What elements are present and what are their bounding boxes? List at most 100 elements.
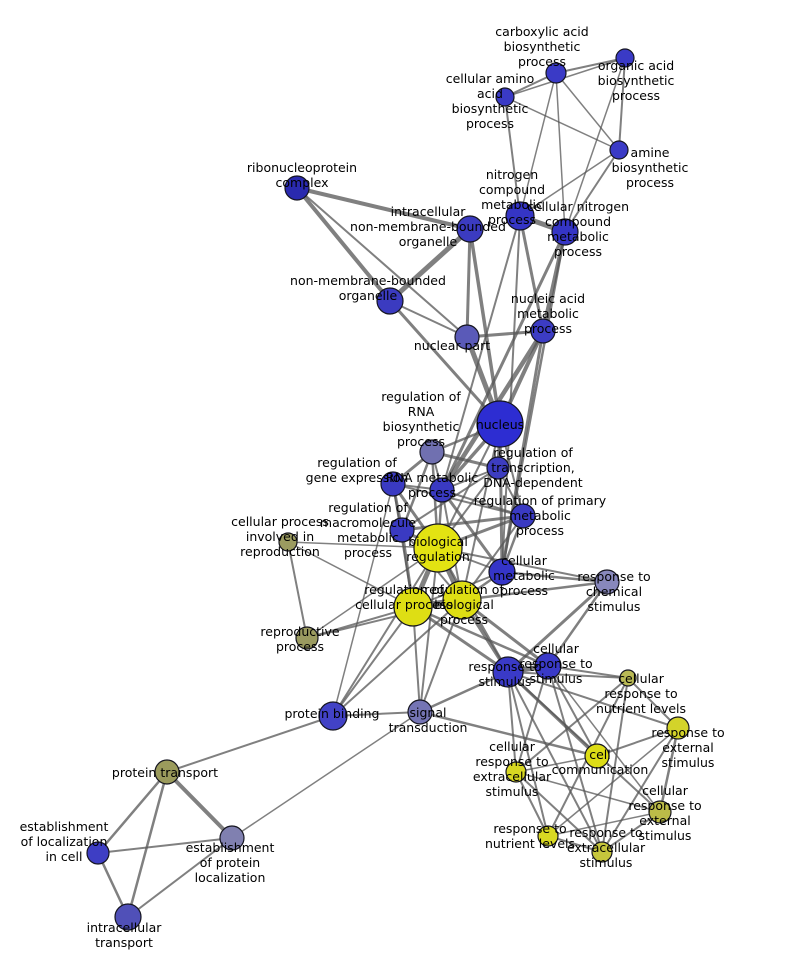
graph-node-ptrans[interactable]: protein transport [154, 759, 180, 785]
graph-node-rpmp[interactable]: regulation of primary metabolic process [510, 503, 536, 529]
graph-edge-rrbp-rmmp [400, 450, 434, 532]
graph-edge-aaba-amba [504, 96, 620, 151]
graph-edge-nucleus-rbp [461, 423, 501, 601]
graph-node-rchs[interactable]: response to chemical stimulus [594, 569, 620, 595]
graph-edge-rstim-rnl [507, 671, 549, 837]
graph-edge-oaba-amba [618, 57, 626, 151]
graph-edge-rmp-rpmp [441, 489, 524, 517]
graph-node-rnl[interactable]: response to nutrient levels [537, 825, 559, 847]
graph-edge-sigtr-bioreg [419, 547, 439, 713]
graph-edge-crstim-ccomm [547, 665, 598, 757]
graph-edge-nmbo-npart [389, 300, 468, 338]
graph-node-nucleus[interactable]: nucleus [476, 400, 524, 448]
graph-node-recs[interactable]: response to extracellular stimulus [591, 841, 613, 863]
graph-edge-rnp-npart [296, 187, 468, 338]
graph-edge-cpir-rcp [287, 541, 414, 608]
graph-node-itrans[interactable]: intracellular transport [114, 903, 142, 931]
graph-node-rtdd[interactable]: regulation of transcription, DNA-depende… [486, 456, 510, 480]
graph-edge-amba-ncmp [519, 149, 620, 217]
graph-node-repro[interactable]: reproductive process [295, 626, 319, 650]
graph-edge-repro-rbp [306, 599, 463, 639]
graph-edge-caba-oaba [555, 57, 626, 74]
graph-edge-rstim-rext [507, 671, 679, 729]
graph-edge-namp-npart [465, 329, 545, 339]
graph-edge-cncmp-rmp [440, 230, 567, 492]
graph-edge-pbind-rcp [332, 606, 414, 717]
graph-node-rext[interactable]: response to external stimulus [666, 716, 690, 740]
graph-node-crnl[interactable]: cellular response to nutrient levels [619, 669, 637, 687]
graph-edge-ptrans-elic [96, 770, 169, 855]
graph-edge-rext-rnl [547, 727, 679, 837]
graph-node-npart[interactable]: nuclear part [454, 324, 480, 350]
graph-edge-inmbo-nucleus [468, 227, 502, 426]
graph-edge-caba-cncmp [555, 72, 566, 233]
graph-edge-caba-ncmp [519, 72, 557, 217]
graph-node-ccomm[interactable]: cell communication [584, 743, 610, 769]
graph-edge-pbind-rge [332, 483, 394, 717]
graph-edge-rstim-crext [507, 671, 661, 813]
graph-edge-epl-itrans [127, 837, 233, 918]
graph-node-inmbo[interactable]: intracellular non-membrane-bounded organ… [456, 215, 484, 243]
graph-edge-aaba-ncmp [504, 96, 521, 217]
graph-edge-nmbo-nucleus [388, 299, 502, 426]
graph-node-caba[interactable]: carboxylic acid biosynthetic process [545, 62, 567, 84]
graph-node-rbp[interactable]: regulation of biological process [442, 580, 482, 620]
graph-edge-ncmp-rmp [441, 215, 521, 491]
graph-node-elic[interactable]: establishment of localization in cell [86, 841, 110, 865]
graph-edge-crext-recs [601, 811, 661, 853]
nodes-layer: carboxylic acid biosynthetic process orga… [86, 48, 690, 931]
graph-node-rge[interactable]: regulation of gene expression [380, 471, 406, 497]
graph-node-amba[interactable]: amine biosynthetic process [609, 140, 629, 160]
graph-edge-crecs-crext [515, 771, 661, 813]
graph-edge-bioreg-rchs [437, 547, 608, 583]
graph-node-rrbp[interactable]: regulation of RNA biosynthetic process [419, 439, 445, 465]
graph-edge-crecs-recs [515, 771, 603, 853]
graph-edge-sigtr-rbp [419, 599, 463, 713]
graph-edge-namp-cmp [500, 329, 545, 574]
graph-node-bioreg[interactable]: biological regulation [413, 523, 463, 573]
graph-node-crecs[interactable]: cellular response to extracellular stimu… [505, 761, 527, 783]
graph-edge-cpir-repro [287, 541, 308, 639]
graph-node-rstim[interactable]: response to stimulus [492, 656, 524, 688]
graph-node-rmp[interactable]: RNA metabolic process [429, 477, 455, 503]
graph-node-ncmp[interactable]: nitrogen compound metabolic process [505, 201, 535, 231]
graph-node-aaba[interactable]: cellular amino acid biosynthetic process [495, 87, 515, 107]
graph-node-crstim[interactable]: cellular response to stimulus [534, 652, 562, 680]
graph-node-rnp[interactable]: ribonucleoprotein complex [284, 175, 310, 201]
graph-node-pbind[interactable]: protein binding [318, 701, 348, 731]
graph-node-sigtr[interactable]: signal transduction [407, 699, 433, 725]
graph-node-rmmp[interactable]: regulation of macromolecule metabolic pr… [389, 517, 415, 543]
graph-node-cncmp[interactable]: cellular nitrogen compound metabolic pro… [551, 218, 579, 246]
graph-edge-ncmp-cmp [501, 215, 521, 573]
graph-edge-pbind-bioreg [332, 547, 439, 717]
graph-edge-crstim-rcp [411, 605, 550, 668]
graph-node-cmp[interactable]: cellular metabolic process [488, 558, 516, 586]
graph-edge-epl-sigtr [231, 711, 421, 839]
graph-edge-rext-ccomm [596, 727, 679, 757]
graph-node-epl[interactable]: establishment of protein localization [219, 825, 245, 851]
graph-edge-elic-epl [97, 837, 233, 854]
graph-edge-ptrans-epl [165, 770, 234, 840]
graph-edge-rnp-inmbo [295, 186, 472, 231]
graph-node-cpir[interactable]: cellular process involved in reproductio… [278, 532, 298, 552]
graph-node-namp[interactable]: nucleic acid metabolic process [530, 318, 556, 344]
graph-edge-pbind-rbp [332, 599, 463, 717]
graph-edge-rstim-crnl [507, 671, 629, 679]
graph-node-crext[interactable]: cellular response to external stimulus [648, 800, 672, 824]
graph-node-oaba[interactable]: organic acid biosynthetic process [615, 48, 635, 68]
graph-node-rcp[interactable]: regulation of cellular process [393, 587, 433, 627]
graph-edge-crstim-crecs [515, 665, 549, 773]
graph-edge-inmbo-nmbo [387, 226, 473, 304]
graph-edge-inmbo-npart [465, 227, 472, 339]
graph-edge-rext-crext [658, 726, 680, 814]
graph-node-nmbo[interactable]: non-membrane-bounded organelle [376, 287, 404, 315]
graph-edge-rge-rpmp [392, 483, 524, 517]
graph-edge-rnl-crext [547, 811, 661, 837]
graph-edge-oaba-cncmp [564, 57, 626, 233]
